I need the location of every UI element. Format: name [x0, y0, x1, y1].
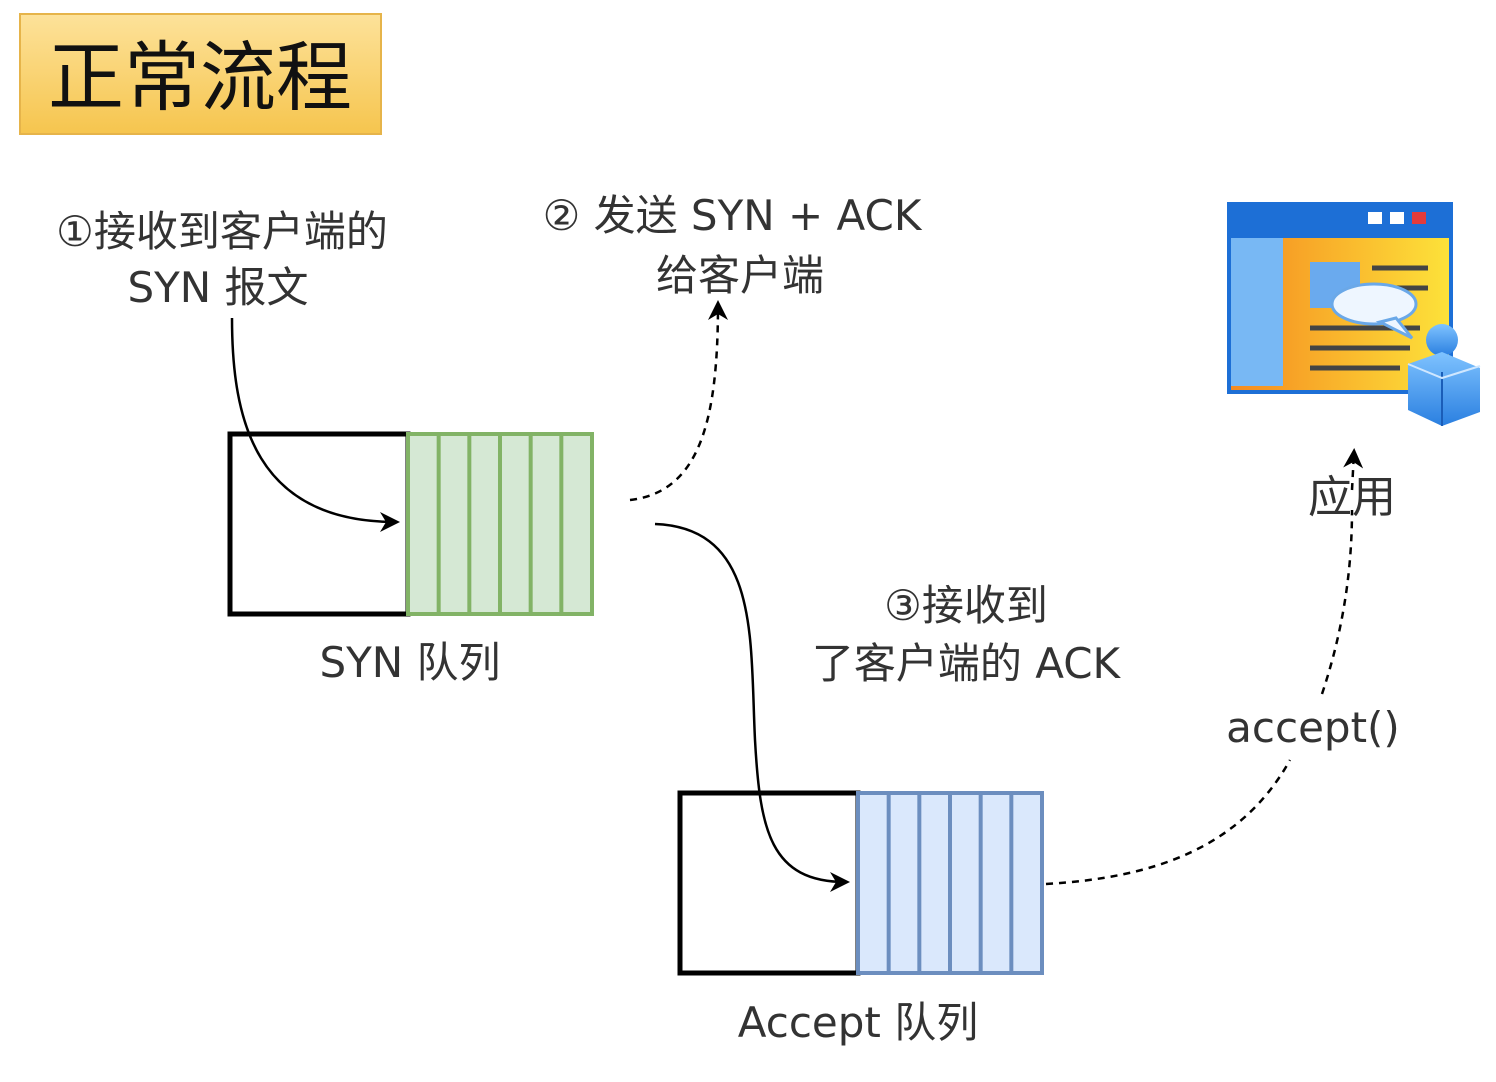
title: 正常流程	[48, 33, 352, 122]
accept-queue-slots	[856, 791, 1044, 975]
syn-queue-slots	[406, 432, 594, 616]
step1-label: ①接收到客户端的 SYN 报文	[56, 207, 388, 312]
step2-line2: 给客户端	[656, 251, 824, 300]
arrow-accept-call	[1045, 759, 1292, 886]
application-window-icon	[1227, 202, 1481, 426]
step1-line2: SYN 报文	[127, 263, 308, 312]
arrow-app-head	[1343, 448, 1364, 491]
step1-line1: ①接收到客户端的	[56, 207, 388, 256]
step3-line2: 了客户端的 ACK	[812, 639, 1122, 688]
title-box: 正常流程	[19, 13, 382, 135]
accept-call-label: accept()	[1226, 703, 1400, 752]
step2-line1: ② 发送 SYN + ACK	[543, 191, 923, 240]
syn-queue-frame	[227, 431, 411, 617]
syn-queue-label: SYN 队列	[319, 638, 500, 687]
arrow-to-accept-queue	[654, 522, 850, 892]
arrow-receive-syn	[230, 317, 400, 532]
syn-queue: SYN 队列	[227, 431, 594, 687]
step3-label: ③接收到 了客户端的 ACK	[812, 581, 1122, 688]
arrow-to-application	[1320, 509, 1354, 695]
step3-line1: ③接收到	[884, 581, 1048, 630]
step2-label: ② 发送 SYN + ACK 给客户端	[543, 191, 923, 300]
accept-queue-frame	[677, 790, 861, 976]
accept-queue-label: Accept 队列	[738, 998, 979, 1047]
accept-queue: Accept 队列	[677, 790, 1044, 1047]
arrow-send-synack	[629, 300, 728, 502]
application-label: 应用	[1308, 472, 1396, 523]
